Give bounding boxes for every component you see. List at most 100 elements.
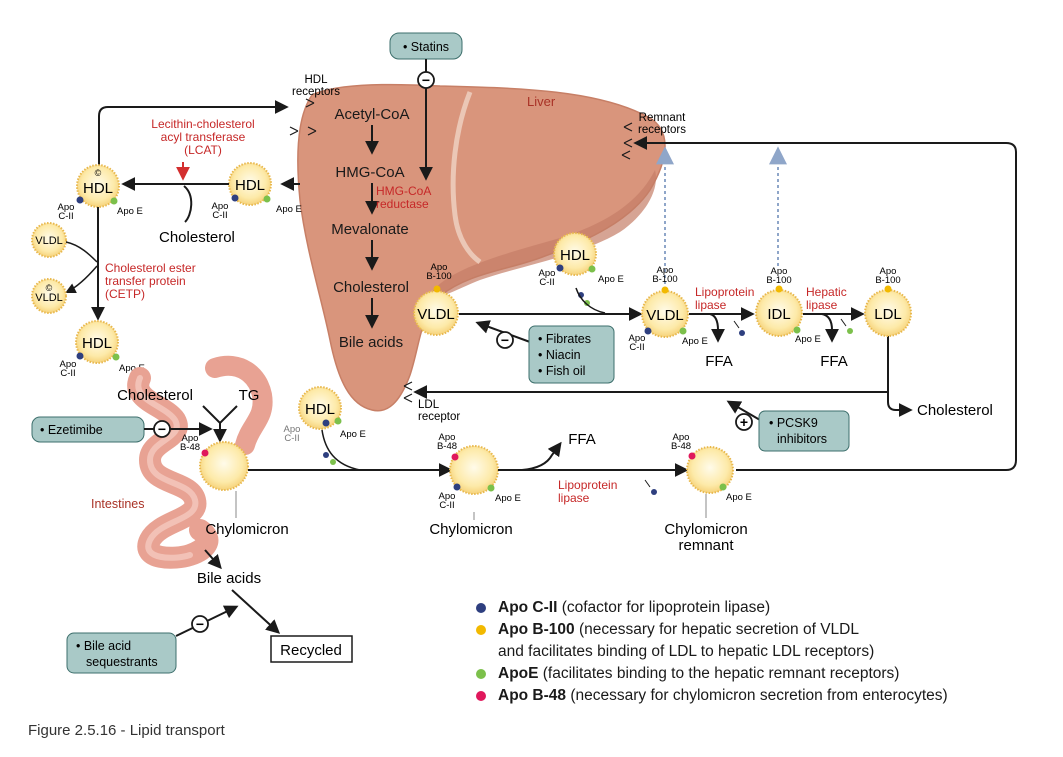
apo-e-dot: [588, 265, 596, 273]
apo-e-dot: [679, 327, 687, 335]
svg-text:VLDL: VLDL: [35, 235, 63, 247]
apo-e-label: Apo E: [682, 336, 708, 347]
apo-transfer-line: [321, 429, 361, 471]
legend-item-apo-e: ApoE (facilitates binding to the hepatic…: [474, 663, 1054, 685]
hdl-particle-mature: HDL ©: [76, 164, 120, 208]
apo-e-dot: [847, 328, 853, 334]
apo-e-label: Apo E: [598, 274, 624, 285]
svg-text:sequestrants: sequestrants: [86, 655, 158, 669]
vldl-particle-liver: VLDL: [413, 285, 459, 336]
enhance-plus-icon: [735, 413, 753, 431]
apo-e-dot: [719, 483, 727, 491]
vldl-particle-plasma: VLDL: [641, 286, 689, 338]
pathway-mevalonate: Mevalonate: [331, 221, 409, 238]
apo-e-dot: [584, 300, 590, 306]
apo-c2-dot: [476, 603, 486, 613]
svg-text:−: −: [501, 332, 509, 348]
hdl-to-liver-arrow: [98, 100, 289, 183]
cetp-exchange-line: [65, 241, 98, 263]
svg-text:VLDL: VLDL: [35, 292, 63, 304]
apo-c2-dot: [453, 483, 461, 491]
cholesterol-diet-label: Cholesterol: [117, 387, 193, 404]
ezetimibe-box: • Ezetimibe: [31, 416, 145, 443]
apo-b100-dot: [661, 286, 669, 294]
apo-c2-dot: [651, 489, 657, 495]
apo-release-tick: [644, 479, 651, 488]
cetp-exchange-arrow: [65, 265, 98, 293]
inhibit-minus-icon: [496, 331, 514, 349]
apo-b100-dot: [476, 625, 486, 635]
svg-text:−: −: [158, 421, 166, 437]
svg-text:LDL: LDL: [874, 306, 902, 323]
apo-b100-dot: [433, 285, 441, 293]
legend-item-apo-c2: Apo C-II (cofactor for lipoprotein lipas…: [474, 597, 1054, 619]
svg-text:IDL: IDL: [767, 306, 790, 323]
svg-text:inhibitors: inhibitors: [777, 432, 827, 446]
hdl-particle-lower: HDL: [75, 320, 120, 364]
apo-b48-dot: [476, 691, 486, 701]
cholesterol-out-label: Cholesterol: [917, 402, 993, 419]
pathway-bile-acids: Bile acids: [339, 334, 403, 351]
hdl-particle-chylo: HDL: [298, 386, 342, 430]
svg-text:HDL: HDL: [83, 180, 113, 197]
remnant-return-arrow: [633, 136, 1017, 471]
apo-e-label: Apo E: [276, 204, 302, 215]
hdl-particle-liver: HDL: [228, 162, 272, 206]
cholesterol-label: Cholesterol: [159, 229, 235, 246]
apo-e-dot: [334, 417, 342, 425]
apo-c2-dot: [739, 330, 745, 336]
legend-item-apo-b48: Apo B-48 (necessary for chylomicron secr…: [474, 685, 1054, 707]
chylomicron-label: Chylomicron: [205, 521, 288, 538]
chylomicron-label: Chylomicron: [429, 521, 512, 538]
apo-e-dot: [330, 459, 336, 465]
apo-c2-dot: [644, 327, 652, 335]
pathway-hmg-coa: HMG-CoA: [335, 164, 404, 181]
svg-text:−: −: [422, 72, 430, 88]
apo-e-label: Apo E: [117, 206, 143, 217]
vldl-particle-ce: VLDL ©: [31, 278, 67, 314]
apo-e-dot: [263, 195, 271, 203]
hdl-particle-transfer: HDL: [553, 232, 597, 276]
fish-oil-label: • Fish oil: [538, 364, 585, 378]
chylomicron-remnant: [686, 446, 734, 494]
svg-text:−: −: [196, 616, 204, 632]
ffa-release-arrow: [709, 313, 725, 343]
apo-c2-dot: [231, 194, 239, 202]
inhibit-minus-icon: [153, 420, 171, 438]
apo-b100-dot: [884, 285, 892, 293]
ffa-label: FFA: [705, 353, 733, 370]
intestines-label: Intestines: [91, 497, 145, 511]
chylomicron-intestinal: [199, 441, 249, 491]
hdl-receptors: [289, 98, 317, 136]
cholesterol-uptake-curve: [183, 185, 193, 223]
idl-particle: IDL: [755, 285, 803, 337]
apo-e-label: Apo E: [495, 493, 521, 504]
recycled-box: Recycled: [270, 635, 353, 663]
liver: Liver: [297, 83, 666, 412]
ffa-label: FFA: [820, 353, 848, 370]
svg-text:HDL: HDL: [560, 247, 590, 264]
svg-text:• Ezetimibe: • Ezetimibe: [40, 423, 103, 437]
apo-b48-dot: [688, 452, 696, 460]
svg-text:HDL: HDL: [235, 177, 265, 194]
bile-recycle-arrow: [231, 589, 281, 634]
cholesterol-ester-mark: ©: [46, 283, 53, 293]
